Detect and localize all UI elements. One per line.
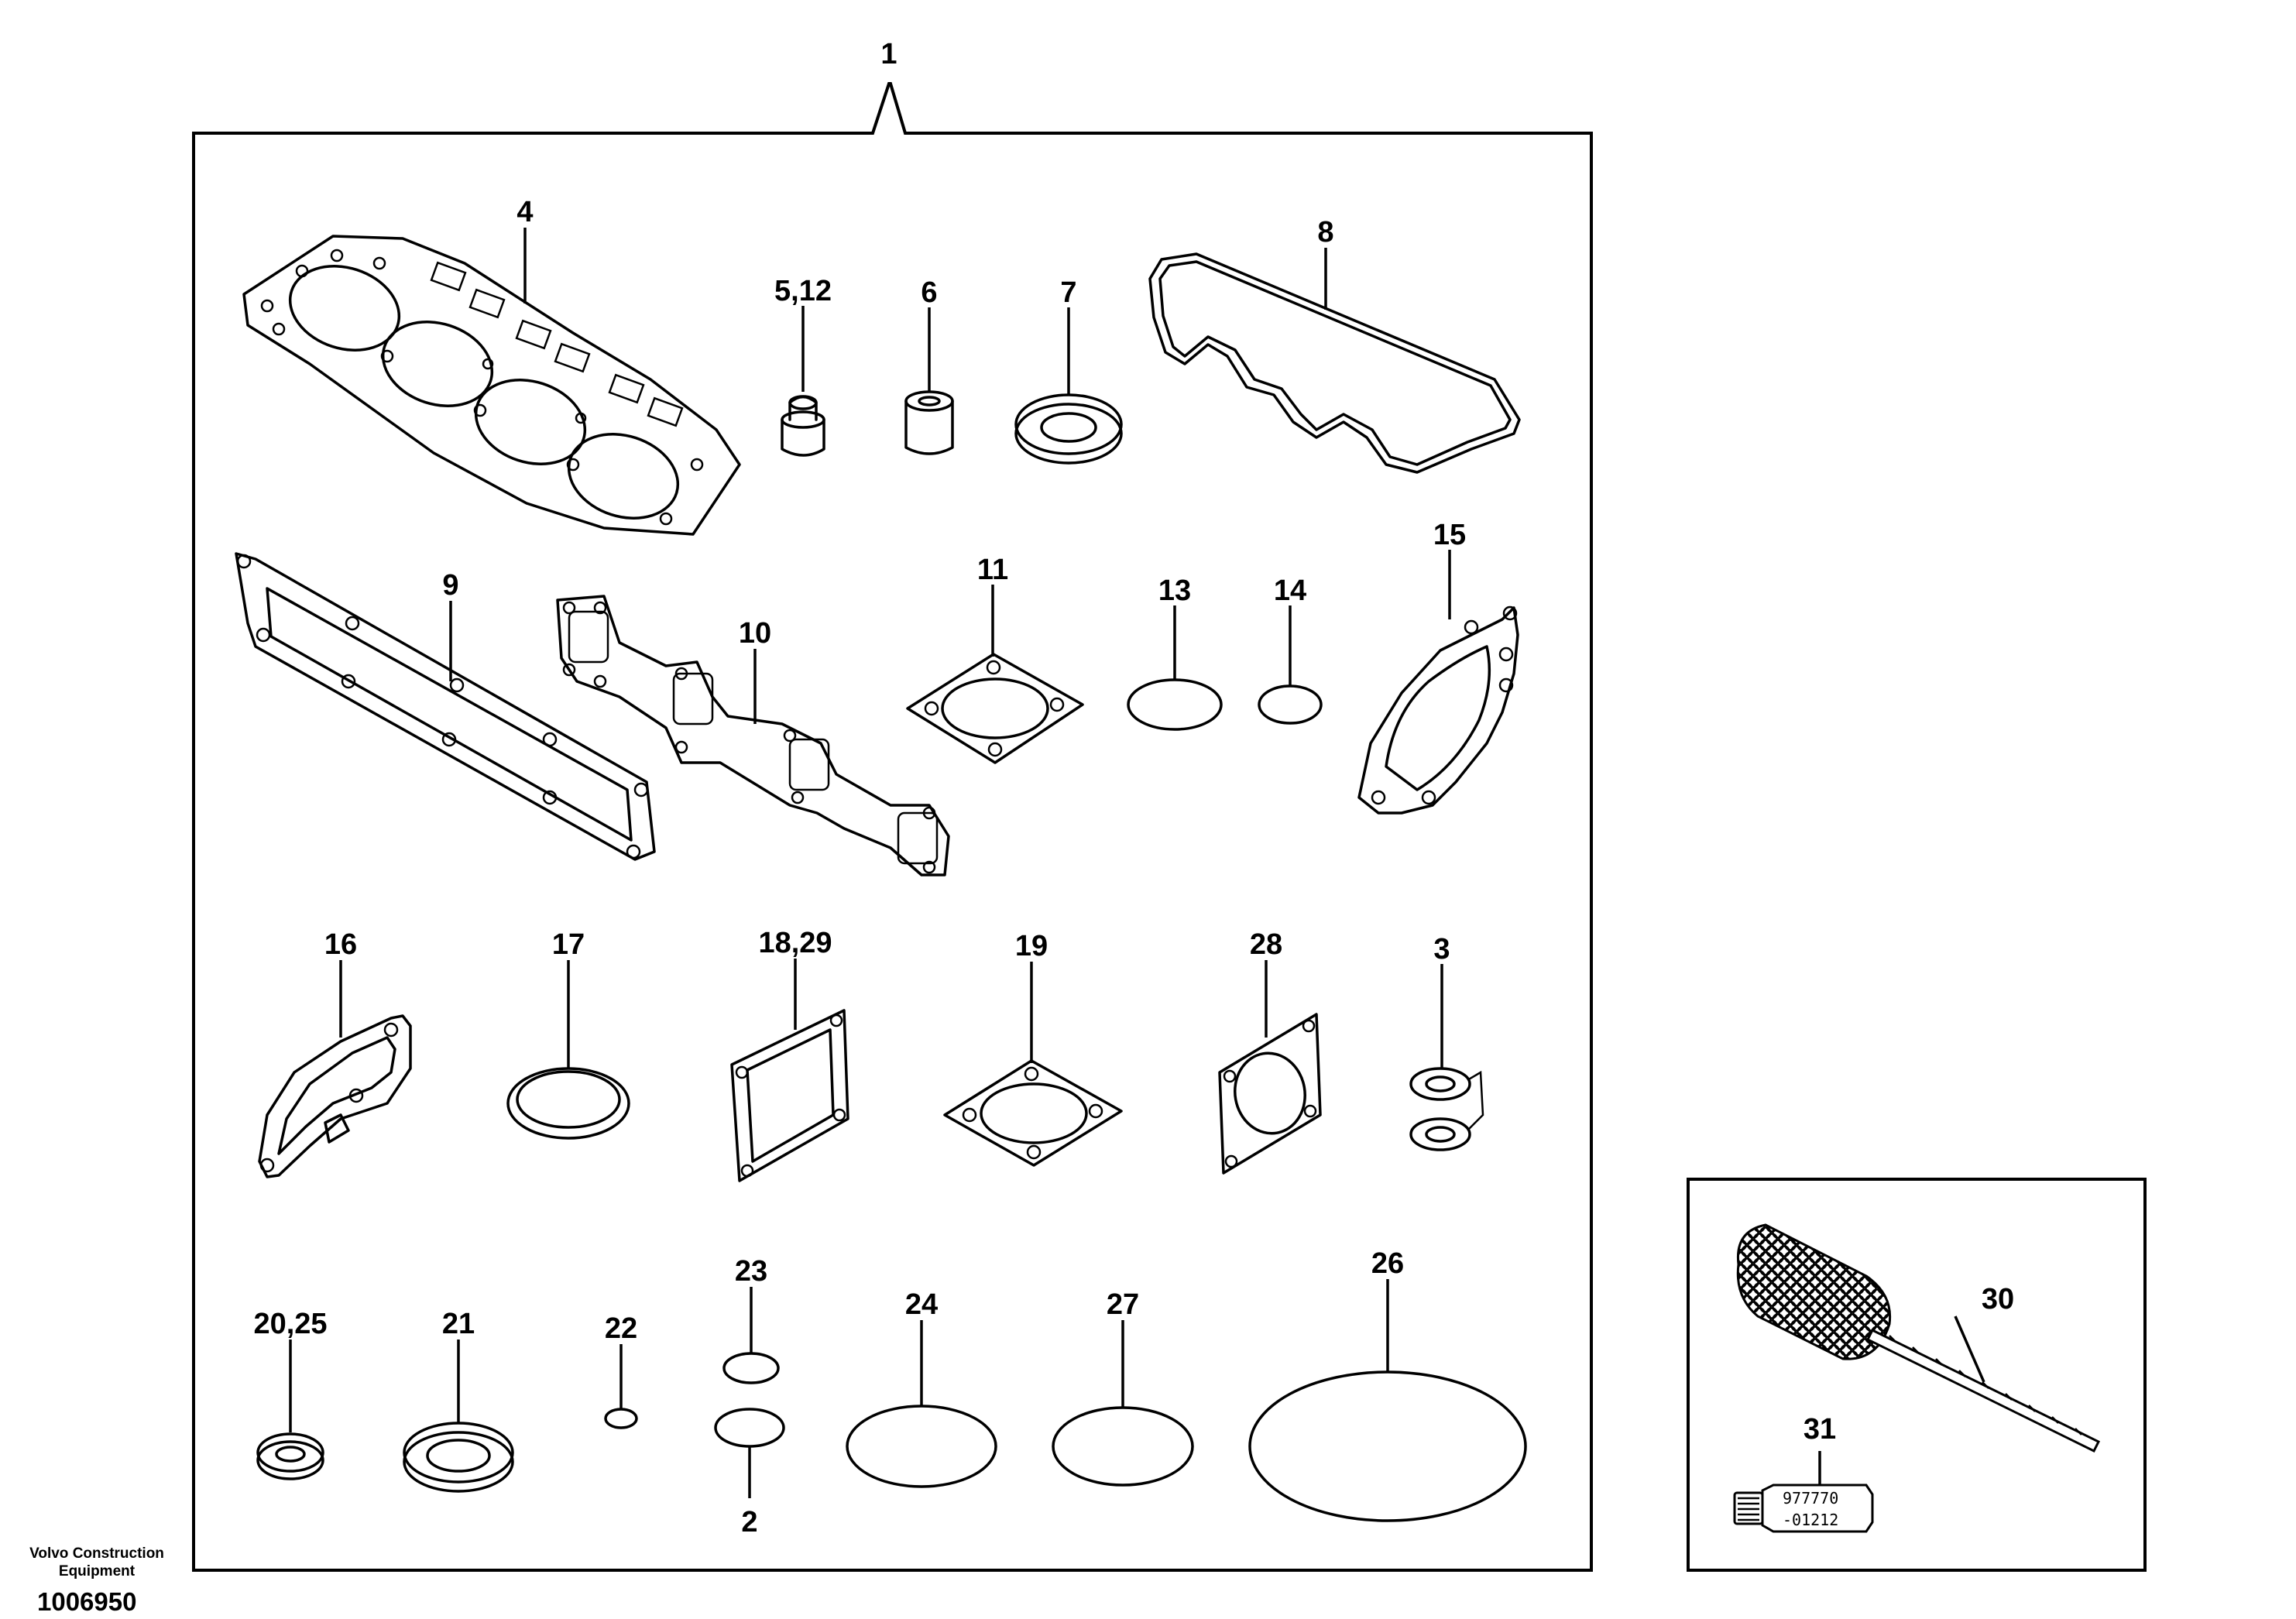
callout-6[interactable]: 6 [921, 276, 937, 309]
part-27-o-ring[interactable] [1052, 1406, 1194, 1487]
part-3-washers[interactable] [1409, 1067, 1484, 1151]
tools-frame [1687, 1178, 2147, 1572]
callout-28[interactable]: 28 [1250, 928, 1282, 961]
callout-27[interactable]: 27 [1107, 1288, 1139, 1321]
callout-22[interactable]: 22 [605, 1312, 637, 1345]
callout-18-29[interactable]: 18,29 [758, 927, 832, 959]
part-7-seal-ring[interactable] [1014, 393, 1123, 465]
part-8-valve-cover-gasket[interactable] [1148, 252, 1521, 474]
callout-9[interactable]: 9 [442, 569, 458, 602]
callout-14[interactable]: 14 [1274, 575, 1306, 607]
callout-7[interactable]: 7 [1060, 276, 1076, 309]
part-10-exhaust-manifold-gasket[interactable] [556, 595, 950, 876]
part-5-12-valve-stem-seal[interactable] [781, 395, 825, 457]
part-11-flange-gasket[interactable] [906, 653, 1084, 764]
kit-frame [192, 82, 1593, 1572]
part-26-o-ring[interactable] [1248, 1370, 1527, 1522]
callout-4[interactable]: 4 [517, 196, 533, 228]
callout-10[interactable]: 10 [739, 617, 771, 650]
part-2-o-ring[interactable] [714, 1408, 785, 1448]
callout-19[interactable]: 19 [1015, 930, 1048, 962]
part-21-seal-ring[interactable] [403, 1422, 514, 1493]
part-23-o-ring[interactable] [722, 1352, 780, 1384]
document-number: 1006950 [37, 1587, 137, 1616]
callout-5-12[interactable]: 5,12 [774, 275, 832, 307]
part-28-square-gasket[interactable] [1218, 1013, 1322, 1175]
callout-3[interactable]: 3 [1433, 933, 1450, 966]
callout-1[interactable]: 1 [880, 38, 897, 70]
callout-20-25[interactable]: 20,25 [253, 1308, 327, 1340]
part-13-o-ring[interactable] [1127, 678, 1223, 731]
brand-line-2: Equipment [58, 1563, 136, 1580]
part-4-cylinder-head-gasket[interactable] [242, 235, 741, 536]
part-20-25-washer[interactable] [256, 1432, 324, 1480]
part-19-flange-gasket[interactable] [943, 1059, 1123, 1167]
callout-2[interactable]: 2 [741, 1506, 757, 1538]
part-22-o-ring[interactable] [604, 1408, 638, 1429]
callout-26[interactable]: 26 [1371, 1247, 1404, 1280]
brand-label: Volvo Construction Equipment [15, 1545, 178, 1580]
part-9-intake-manifold-gasket[interactable] [235, 552, 656, 861]
part-15-water-pump-gasket[interactable] [1357, 605, 1519, 815]
part-17-ring-gasket[interactable] [506, 1067, 630, 1140]
callout-24[interactable]: 24 [905, 1288, 938, 1321]
callout-30[interactable]: 30 [1982, 1283, 2014, 1315]
part-24-o-ring[interactable] [846, 1405, 997, 1488]
callout-17[interactable]: 17 [552, 928, 585, 961]
brand-line-1: Volvo Construction [29, 1545, 164, 1562]
part-6-bushing[interactable] [904, 390, 954, 455]
part-14-o-ring[interactable] [1258, 684, 1323, 725]
callout-8[interactable]: 8 [1317, 216, 1333, 249]
part-16-thermostat-housing-gasket[interactable] [258, 1014, 412, 1178]
callout-23[interactable]: 23 [735, 1255, 767, 1288]
part-18-29-square-gasket[interactable] [730, 1009, 849, 1182]
callout-15[interactable]: 15 [1433, 519, 1466, 551]
callout-13[interactable]: 13 [1158, 575, 1191, 607]
tube-label-line2: -01212 [1783, 1511, 1838, 1529]
callout-21[interactable]: 21 [442, 1308, 475, 1340]
part-31-sealant-tube[interactable]: 977770 -01212 [1733, 1484, 1874, 1533]
callout-16[interactable]: 16 [324, 928, 357, 961]
callout-11[interactable]: 11 [977, 554, 1008, 586]
tube-label-line1: 977770 [1783, 1489, 1838, 1508]
callout-31[interactable]: 31 [1804, 1413, 1836, 1446]
part-30-bore-brush[interactable] [1736, 1223, 2101, 1453]
